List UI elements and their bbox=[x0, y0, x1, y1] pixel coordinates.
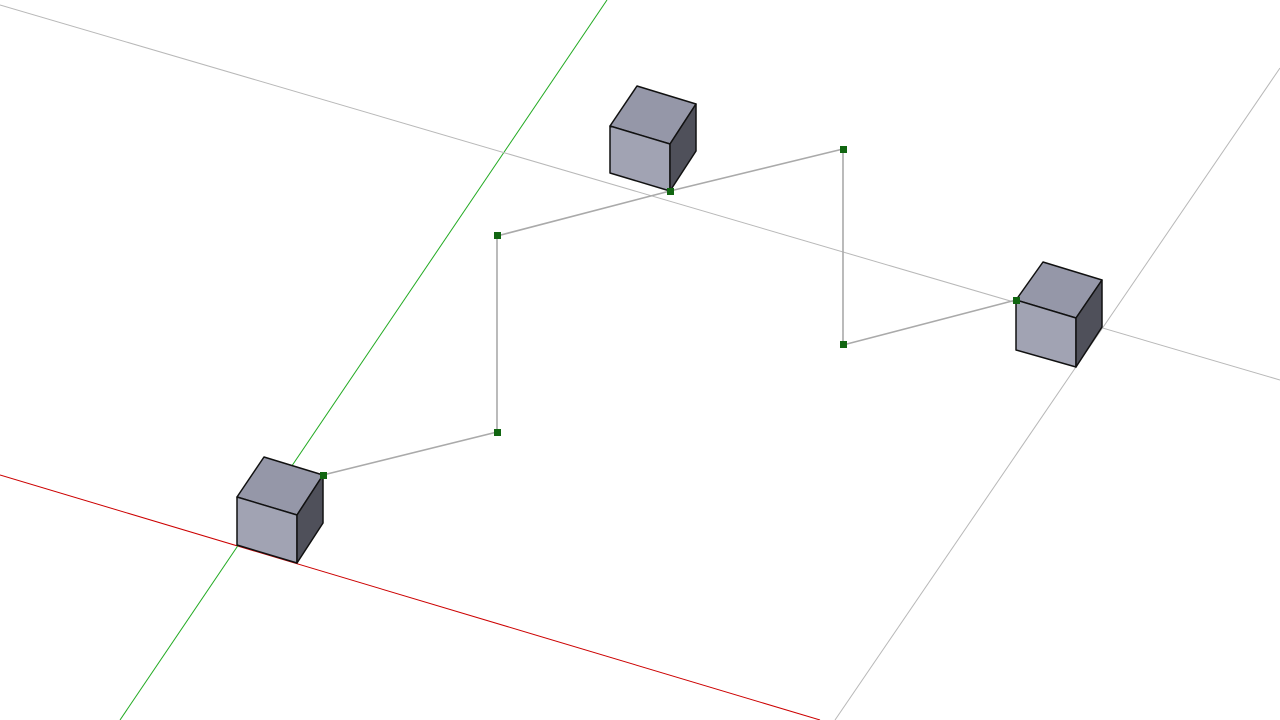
path-vertices bbox=[320, 146, 1020, 479]
path-vertex-handle[interactable] bbox=[840, 146, 847, 153]
path-vertex-handle[interactable] bbox=[840, 341, 847, 348]
cube-face-side bbox=[669, 103, 697, 192]
cube-face-side bbox=[296, 474, 324, 564]
path-vertex-handle[interactable] bbox=[1013, 297, 1020, 304]
red-axis-line bbox=[0, 474, 821, 720]
cube-right[interactable] bbox=[1015, 261, 1103, 368]
path-vertex-handle[interactable] bbox=[320, 472, 327, 479]
path-vertex-handle[interactable] bbox=[494, 429, 501, 436]
path-vertex-handle[interactable] bbox=[667, 188, 674, 195]
cube-face-side bbox=[1075, 279, 1103, 368]
cube-top[interactable] bbox=[609, 85, 697, 192]
green-axis-line bbox=[119, 0, 608, 720]
guide-line-right bbox=[834, 67, 1280, 720]
path-polyline[interactable] bbox=[322, 147, 1017, 476]
cube-left[interactable] bbox=[236, 456, 324, 564]
path-vertex-handle[interactable] bbox=[494, 232, 501, 239]
